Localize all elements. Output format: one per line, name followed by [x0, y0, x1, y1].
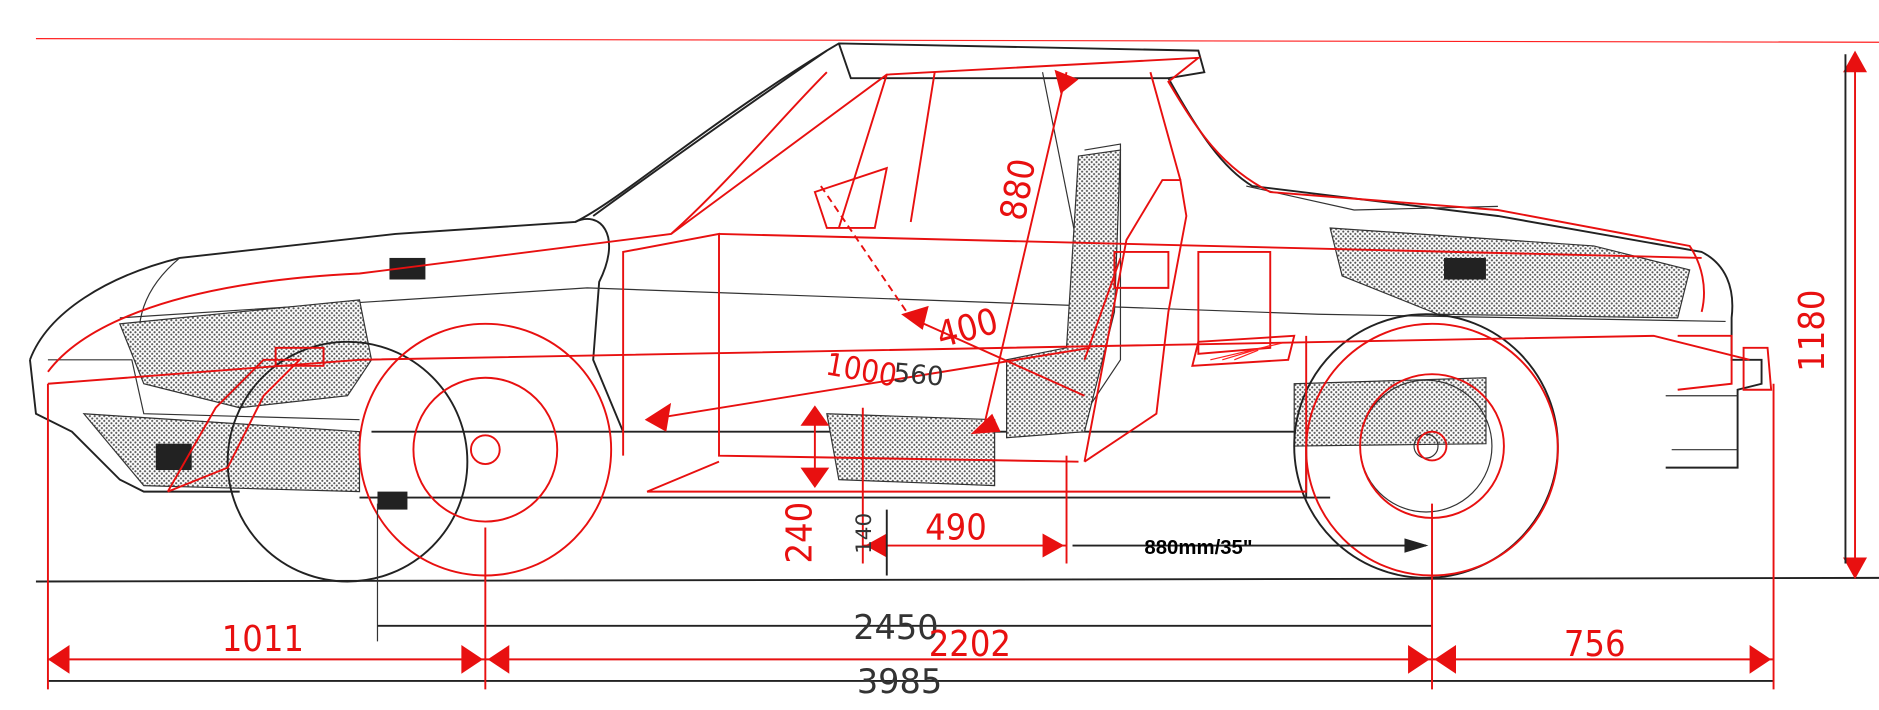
rear-block	[1444, 257, 1486, 280]
label-diagonal-2: 560	[892, 358, 945, 392]
label-seat-height: 240	[779, 502, 820, 564]
front-trunk-hatch	[118, 299, 373, 409]
front-rim-red	[412, 376, 559, 523]
front-block	[155, 443, 192, 471]
label-height: 1180	[1792, 290, 1833, 372]
dim-880-roof-line	[981, 71, 1068, 432]
dashed-line	[820, 185, 912, 319]
ground-line	[35, 576, 1879, 583]
dimension-lines	[35, 38, 1879, 690]
label-diagonal-1: 1000	[823, 347, 899, 395]
rear-hub	[1413, 433, 1439, 459]
label-front-overhang: 1011	[222, 619, 304, 660]
label-rear-overhang: 756	[1564, 624, 1626, 665]
label-legroom: 880mm/35"	[1144, 537, 1252, 559]
label-wheelbase-overlay: 2202	[929, 624, 1011, 665]
label-wheelbase: 2450	[853, 608, 938, 647]
front-frame-hatch	[82, 413, 361, 493]
dim-1000-line	[646, 346, 1091, 421]
rear-hub-red	[1416, 430, 1448, 462]
roof-reference-line	[35, 38, 1879, 43]
car-body-outline	[29, 42, 1763, 583]
dash-block	[389, 257, 426, 280]
floor-hatch	[826, 413, 996, 487]
brake-block	[377, 491, 408, 510]
label-overall-length: 3985	[857, 662, 942, 701]
seatback-line	[1083, 257, 1122, 361]
dim-400-line	[910, 316, 1085, 397]
label-small-height: 140	[852, 513, 877, 554]
label-seat-depth: 490	[925, 508, 987, 549]
front-hub-red	[469, 434, 501, 466]
label-roof-to-floor: 880	[993, 156, 1044, 224]
rear-trunk-hatch	[1329, 227, 1691, 319]
seat-hatch	[1006, 149, 1122, 439]
